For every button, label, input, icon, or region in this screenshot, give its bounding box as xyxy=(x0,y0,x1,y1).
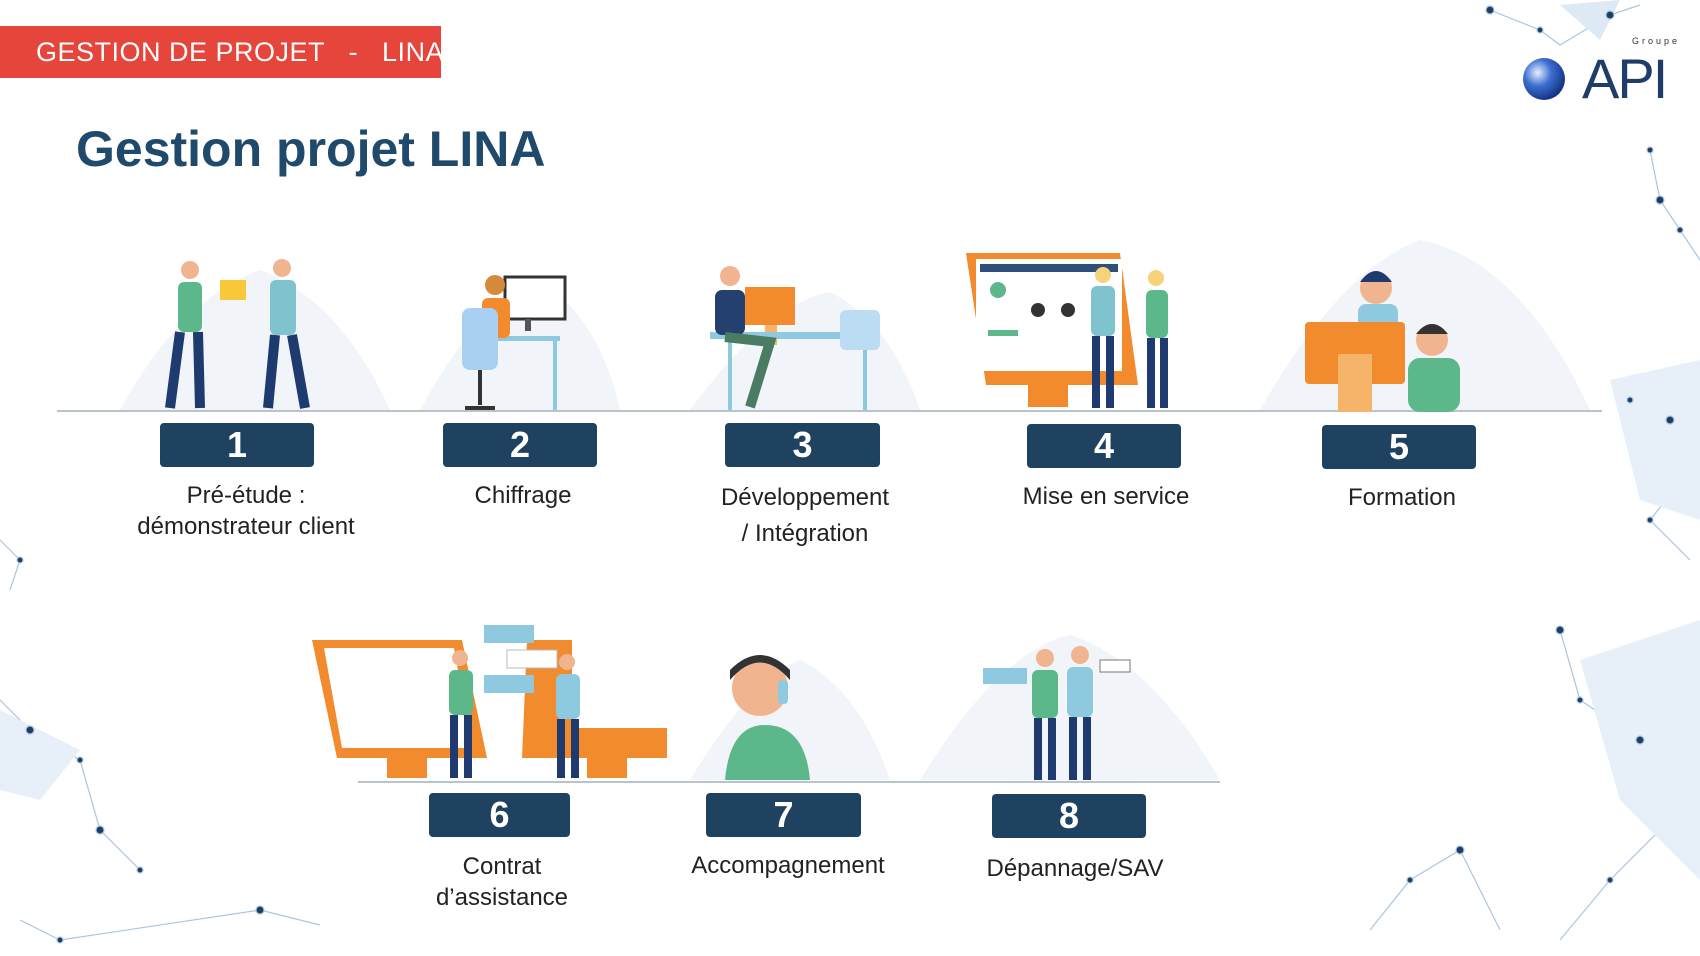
step-label-line: Pré-étude : xyxy=(186,482,306,509)
logo-name: API xyxy=(1582,47,1668,110)
step-badge-6: 6 xyxy=(429,793,570,837)
step-badge-1: 1 xyxy=(160,423,314,467)
step-badge-2: 2 xyxy=(443,423,597,467)
timeline-row-1 xyxy=(57,410,1602,412)
logo-group-text: Groupe xyxy=(1632,36,1681,46)
step-label-line: Mise en service xyxy=(1022,483,1190,510)
groupe-api-logo: Groupe API xyxy=(1520,36,1680,110)
step-label-3: Développement / Intégration xyxy=(675,480,935,552)
illustration-repair xyxy=(920,635,1220,780)
step-label-line: / Intégration xyxy=(741,520,869,547)
step-label-line: Accompagnement xyxy=(691,852,885,879)
globe-icon xyxy=(1523,58,1565,100)
illustration-support xyxy=(690,655,890,780)
step-badge-4: 4 xyxy=(1027,424,1181,468)
step-label-7: Accompagnement xyxy=(658,850,918,881)
step-label-6: Contrat d’assistance xyxy=(372,851,632,913)
step-label-4: Mise en service xyxy=(976,481,1236,512)
illustration-costing xyxy=(420,275,620,410)
step-label-line: Chiffrage xyxy=(474,482,572,509)
step-label-line: Contrat xyxy=(462,853,542,880)
step-label-line: Développement xyxy=(720,484,890,511)
step-badge-8: 8 xyxy=(992,794,1146,838)
step-label-2: Chiffrage xyxy=(393,480,653,511)
step-label-line: Dépannage/SAV xyxy=(986,855,1164,882)
step-label-line: démonstrateur client xyxy=(137,513,355,540)
illustration-development xyxy=(690,266,920,410)
step-label-line: Formation xyxy=(1347,484,1457,511)
illustration-pre-study xyxy=(120,259,390,410)
step-label-1: Pré-étude : démonstrateur client xyxy=(116,480,376,542)
step-label-line: d’assistance xyxy=(435,884,569,911)
illustration-commissioning xyxy=(966,253,1168,408)
page-title: Gestion projet LINA xyxy=(76,121,546,177)
illustration-assistance-contract xyxy=(312,625,667,778)
step-label-5: Formation xyxy=(1272,482,1532,513)
section-banner: GESTION DE PROJET - LINA xyxy=(0,26,445,78)
timeline-row-2 xyxy=(358,781,1220,783)
step-badge-7: 7 xyxy=(706,793,861,837)
step-badge-5: 5 xyxy=(1322,425,1476,469)
illustration-training xyxy=(1260,240,1590,412)
step-badge-3: 3 xyxy=(725,423,880,467)
step-label-8: Dépannage/SAV xyxy=(945,853,1205,884)
banner-text: GESTION DE PROJET - LINA xyxy=(36,37,445,67)
